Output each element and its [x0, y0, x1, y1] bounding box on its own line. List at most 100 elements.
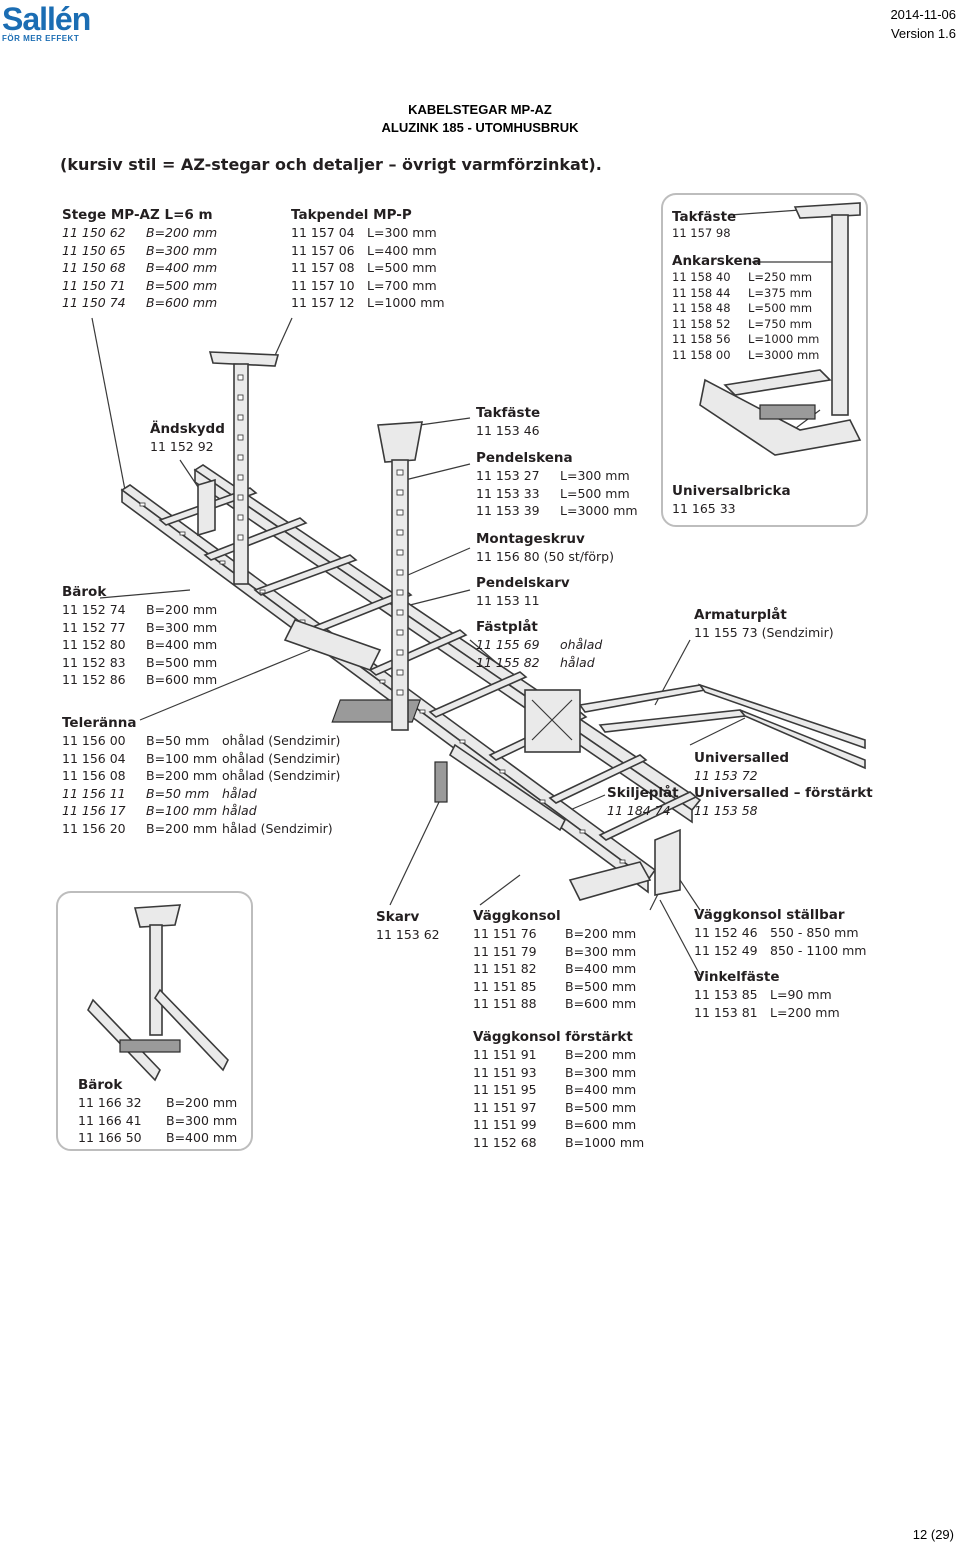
vaggkonsol-heading: Väggkonsol [473, 908, 561, 924]
armaturplat-code: 11 155 73 (Sendzimir) [694, 625, 834, 640]
universalled-forst-heading: Universalled – förstärkt [694, 785, 873, 801]
vinkelfaste-heading: Vinkelfäste [694, 969, 780, 985]
montageskruv-heading: Montageskruv [476, 531, 585, 547]
ankarskena-heading: Ankarskena [672, 253, 762, 269]
block-pendelskarv: Pendelskarv 11 153 11 [476, 574, 570, 610]
document-version: Version 1.6 [890, 26, 956, 41]
vaggkonsol-stallbar-heading: Väggkonsol ställbar [694, 907, 845, 923]
takfaste-code: 11 153 46 [476, 423, 540, 438]
pendelskarv-code: 11 153 11 [476, 593, 540, 608]
block-skarv: Skarv 11 153 62 [376, 908, 440, 944]
document-meta: 2014-11-06 Version 1.6 [890, 5, 956, 43]
ceiling-pendant-left [197, 351, 280, 585]
universalbricka-heading: Universalbricka [672, 483, 791, 499]
inset-top-right-drawing [699, 202, 862, 456]
document-date: 2014-11-06 [890, 7, 956, 22]
teleranna-heading: Teleränna [62, 715, 137, 731]
ceiling-pendant-right [377, 421, 423, 731]
block-universalled: Universalled 11 153 72 [694, 749, 789, 785]
block-universalled-forst: Universalled – förstärkt 11 153 58 [694, 784, 873, 820]
block-takfaste-mid: Takfäste 11 153 46 [476, 404, 540, 440]
legend-note: (kursiv stil = AZ-stegar och detaljer – … [60, 155, 602, 174]
block-armaturplat: Armaturplåt 11 155 73 (Sendzimir) [694, 606, 834, 642]
pendelskena-heading: Pendelskena [476, 450, 573, 466]
takpendel-heading: Takpendel MP-P [291, 207, 412, 223]
skarv-heading: Skarv [376, 909, 420, 925]
barok-part [283, 619, 382, 671]
skiljeplat-heading: Skiljeplåt [607, 785, 679, 801]
vaggkonsol-forst-heading: Väggkonsol förstärkt [473, 1029, 633, 1045]
takfaste-heading: Takfäste [476, 405, 541, 421]
universalled-heading: Universalled [694, 750, 790, 766]
block-montageskruv: Montageskruv 11 156 80 (50 st/förp) [476, 530, 614, 566]
universalbricka-code: 11 165 33 [672, 501, 736, 516]
montageskruv-code: 11 156 80 (50 st/förp) [476, 549, 614, 564]
universalled-forst-code: 11 153 58 [694, 803, 758, 818]
armaturplat-heading: Armaturplåt [694, 607, 787, 623]
inset-bottom-left-drawing [87, 904, 229, 1082]
page-number: 12 (29) [912, 1527, 954, 1542]
universalled-code: 11 153 72 [694, 768, 758, 783]
takfaste-box-code: 11 157 98 [672, 226, 731, 240]
logo-text: Sallén [2, 1, 91, 37]
page-subtitle: ALUZINK 185 - UTOMHUSBRUK [381, 120, 579, 135]
skarv-code: 11 153 62 [376, 927, 440, 942]
takfaste-box-heading: Takfäste [672, 209, 737, 225]
skarv-part [434, 761, 448, 803]
barok-heading: Bärok [62, 584, 107, 600]
andskydd-heading: Ändskydd [150, 421, 225, 437]
fastplat-part [524, 689, 581, 753]
